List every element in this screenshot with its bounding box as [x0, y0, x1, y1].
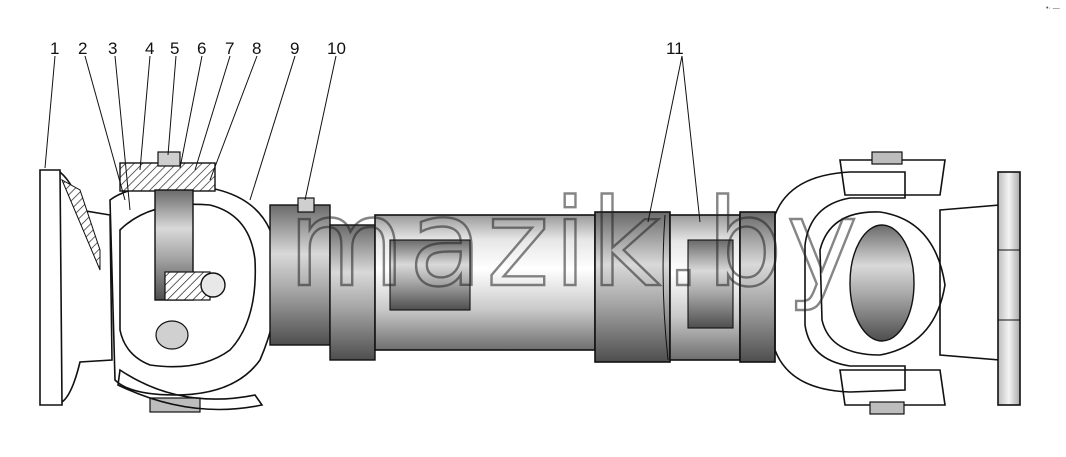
- bearing-cap-section: [119, 162, 216, 192]
- label-7: 7: [225, 39, 234, 58]
- right-flange: [997, 171, 1021, 406]
- right-universal-joint: [774, 151, 1001, 415]
- grease-fitting-10: [297, 197, 315, 213]
- label-3: 3: [108, 39, 117, 58]
- part-labels: 1 2 3 4 5 6 7 8 9 10 11: [50, 39, 684, 58]
- shaft-tube: [374, 211, 776, 363]
- label-2: 2: [78, 39, 87, 58]
- label-5: 5: [170, 39, 179, 58]
- label-6: 6: [197, 39, 206, 58]
- label-1: 1: [50, 39, 59, 58]
- grease-fitting: [157, 151, 181, 167]
- watermark: mazik.by: [288, 175, 862, 314]
- corner-mark: •· —: [1046, 5, 1060, 12]
- lubricator-nipple: [200, 272, 226, 298]
- label-9: 9: [290, 39, 299, 58]
- label-11: 11: [666, 39, 684, 58]
- label-4: 4: [145, 39, 154, 58]
- left-universal-joint: [109, 151, 279, 413]
- left-flange: [39, 169, 113, 406]
- leader-lines: [44, 55, 701, 223]
- balancing-plate-left: [594, 211, 671, 363]
- balancing-plate-right: [687, 239, 734, 329]
- label-8: 8: [252, 39, 261, 58]
- label-10: 10: [327, 39, 346, 58]
